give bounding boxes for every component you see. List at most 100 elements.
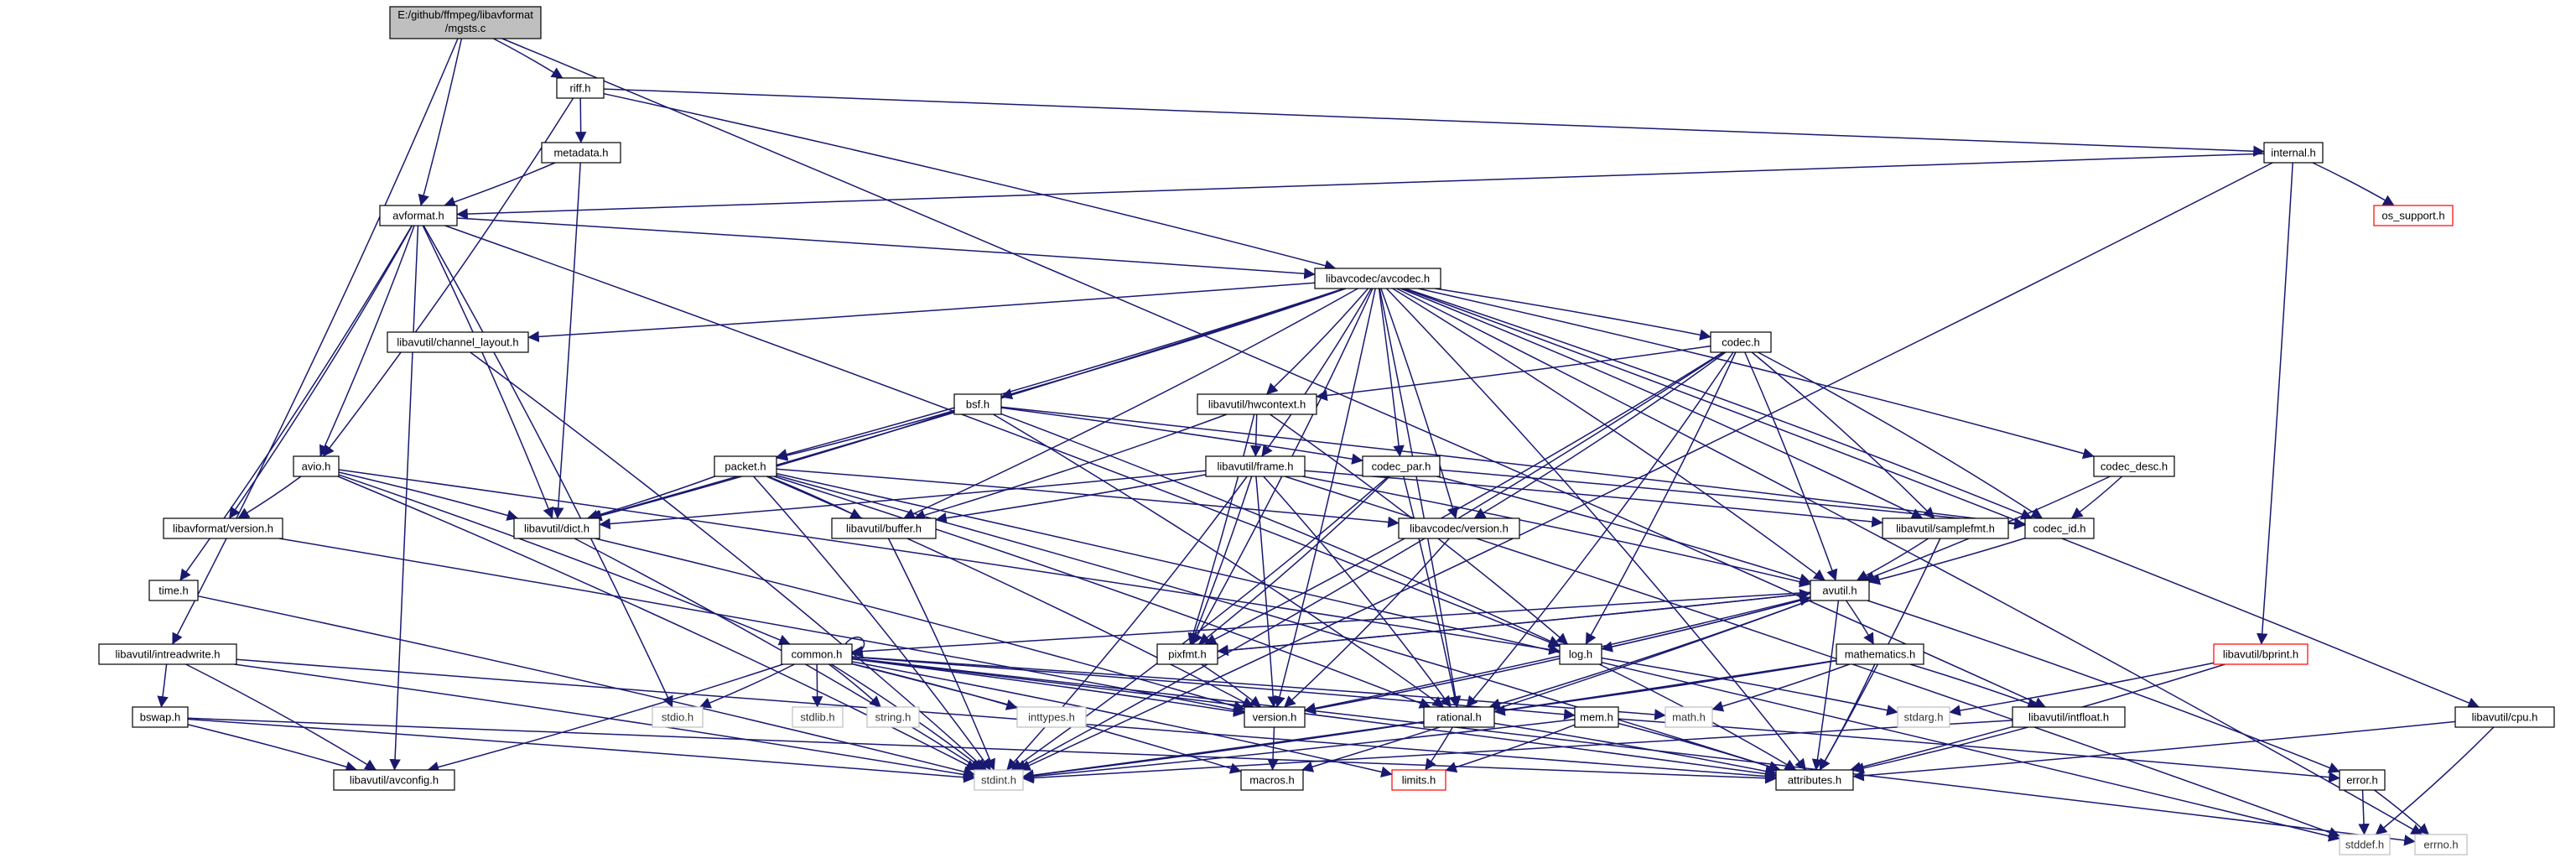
node-label: pixfmt.h bbox=[1168, 647, 1207, 660]
node-codec_desc[interactable]: codec_desc.h bbox=[2093, 455, 2175, 477]
edge-internal-to-stdint bbox=[1019, 162, 2273, 771]
node-codec_id[interactable]: codec_id.h bbox=[2024, 517, 2095, 539]
edge-avio-to-dict bbox=[338, 471, 519, 521]
node-cpu[interactable]: libavutil/cpu.h bbox=[2454, 706, 2555, 728]
node-rational[interactable]: rational.h bbox=[1423, 706, 1495, 728]
node-label: libavutil/buffer.h bbox=[846, 522, 922, 534]
node-label: avio.h bbox=[302, 460, 331, 472]
node-stdio[interactable]: stdio.h bbox=[652, 706, 704, 728]
edge-frame-to-version bbox=[1255, 476, 1279, 708]
edge-riff-to-metadata bbox=[574, 97, 587, 143]
node-stddef[interactable]: stddef.h bbox=[2339, 834, 2391, 855]
edge-cpu-to-attributes bbox=[1852, 720, 2456, 782]
node-channel_layout[interactable]: libavutil/channel_layout.h bbox=[387, 331, 529, 353]
edge-avcodec-to-version bbox=[1274, 288, 1376, 708]
edge-frame-to-stdint bbox=[1006, 476, 1248, 771]
edge-packet-to-dict bbox=[586, 476, 715, 521]
node-time[interactable]: time.h bbox=[148, 580, 199, 601]
edge-intreadwrite-to-stdint bbox=[234, 663, 975, 781]
edge-common-to-stdlib bbox=[811, 663, 823, 708]
node-label: libavutil/avconfig.h bbox=[350, 773, 439, 786]
node-samplefmt[interactable]: libavutil/samplefmt.h bbox=[1882, 517, 2009, 539]
node-bprint[interactable]: libavutil/bprint.h bbox=[2213, 643, 2309, 665]
node-lavc_version[interactable]: libavcodec/version.h bbox=[1398, 517, 1520, 539]
node-internal[interactable]: internal.h bbox=[2263, 142, 2324, 164]
edge-bsf-to-rational bbox=[993, 413, 1445, 708]
node-os_support[interactable]: os_support.h bbox=[2373, 205, 2454, 226]
node-codec_par[interactable]: codec_par.h bbox=[1362, 455, 1441, 477]
node-avformat[interactable]: avformat.h bbox=[379, 205, 458, 226]
node-avutil[interactable]: avutil.h bbox=[1810, 580, 1870, 601]
node-buffer[interactable]: libavutil/buffer.h bbox=[831, 517, 937, 539]
node-label: libavutil/intfloat.h bbox=[2028, 710, 2109, 723]
node-inttypes[interactable]: inttypes.h bbox=[1016, 706, 1087, 728]
node-avcodec[interactable]: libavcodec/avcodec.h bbox=[1314, 268, 1441, 289]
node-lavf_version[interactable]: libavformat/version.h bbox=[163, 517, 283, 539]
node-stdarg[interactable]: stdarg.h bbox=[1897, 706, 1950, 728]
node-macros[interactable]: macros.h bbox=[1240, 769, 1304, 791]
node-pixfmt[interactable]: pixfmt.h bbox=[1156, 643, 1218, 665]
node-label: codec_id.h bbox=[2033, 522, 2086, 534]
node-intreadwrite[interactable]: libavutil/intreadwrite.h bbox=[98, 643, 237, 665]
edge-metadata-to-avformat bbox=[444, 162, 556, 208]
edge-common-to-math bbox=[851, 656, 1666, 720]
node-frame[interactable]: libavutil/frame.h bbox=[1205, 455, 1306, 477]
node-label: mem.h bbox=[1580, 710, 1613, 723]
edge-codec-to-lavc_version bbox=[1473, 351, 1727, 519]
edge-codec-to-hwcontext bbox=[1316, 345, 1711, 402]
node-codec[interactable]: codec.h bbox=[1710, 331, 1772, 353]
node-mem[interactable]: mem.h bbox=[1574, 706, 1619, 728]
edge-frame-to-pixfmt bbox=[1189, 476, 1253, 645]
node-avconfig[interactable]: libavutil/avconfig.h bbox=[333, 769, 455, 791]
edge-mem-to-attributes bbox=[1618, 722, 1781, 772]
edge-codec_id-to-avutil bbox=[1868, 537, 2026, 585]
node-string[interactable]: string.h bbox=[866, 706, 920, 728]
node-label: string.h bbox=[875, 710, 911, 723]
node-math[interactable]: math.h bbox=[1665, 706, 1713, 728]
node-intfloat[interactable]: libavutil/intfloat.h bbox=[2012, 706, 2126, 728]
node-packet[interactable]: packet.h bbox=[714, 455, 777, 477]
edge-samplefmt-to-avutil bbox=[1856, 538, 1929, 581]
edge-common-to-string bbox=[828, 663, 881, 708]
node-bswap[interactable]: bswap.h bbox=[132, 706, 189, 728]
edge-root-to-intreadwrite bbox=[172, 38, 459, 645]
edge-avcodec-to-codec bbox=[1435, 288, 1711, 341]
node-version[interactable]: version.h bbox=[1244, 706, 1306, 728]
edge-avcodec-to-avutil bbox=[1392, 288, 1826, 581]
edge-root-to-avformat bbox=[418, 38, 463, 206]
node-label: version.h bbox=[1253, 710, 1297, 723]
node-mathematics[interactable]: mathematics.h bbox=[1836, 643, 1924, 665]
node-label: stdio.h bbox=[662, 710, 693, 723]
edge-bsf-to-codec_par bbox=[1000, 407, 1363, 465]
edge-avutil-to-common bbox=[851, 591, 1811, 658]
node-root[interactable]: E:/github/ffmpeg/libavformat/mgsts.c bbox=[389, 6, 542, 39]
edge-hwcontext-to-buffer bbox=[913, 413, 1228, 521]
node-avio[interactable]: avio.h bbox=[293, 455, 340, 477]
edge-avcodec-to-codec_par bbox=[1378, 288, 1405, 457]
node-log[interactable]: log.h bbox=[1559, 643, 1602, 665]
node-stdlib[interactable]: stdlib.h bbox=[792, 706, 844, 728]
node-stdint[interactable]: stdint.h bbox=[974, 769, 1024, 791]
node-hwcontext[interactable]: libavutil/hwcontext.h bbox=[1197, 393, 1317, 415]
edge-avformat-to-lavf_version bbox=[228, 225, 413, 519]
node-label: stdlib.h bbox=[800, 710, 834, 723]
node-label: codec_desc.h bbox=[2101, 460, 2168, 472]
edge-rational-to-limits bbox=[1425, 726, 1453, 771]
node-error[interactable]: error.h bbox=[2339, 769, 2386, 791]
node-attributes[interactable]: attributes.h bbox=[1775, 769, 1854, 791]
edge-avio-to-common bbox=[338, 474, 791, 646]
node-errno[interactable]: errno.h bbox=[2414, 834, 2468, 855]
node-common[interactable]: common.h bbox=[781, 643, 853, 665]
node-bsf[interactable]: bsf.h bbox=[953, 393, 1002, 415]
node-label: attributes.h bbox=[1788, 773, 1841, 786]
node-dict[interactable]: libavutil/dict.h bbox=[513, 517, 600, 539]
edge-internal-to-os_support bbox=[2312, 162, 2395, 206]
node-limits[interactable]: limits.h bbox=[1391, 769, 1446, 791]
node-metadata[interactable]: metadata.h bbox=[541, 142, 621, 164]
edge-log-to-version bbox=[1304, 658, 1561, 715]
node-riff[interactable]: riff.h bbox=[556, 77, 605, 99]
node-label: math.h bbox=[1672, 710, 1706, 723]
edge-frame-to-avutil bbox=[1302, 476, 1811, 588]
edge-error-to-errno bbox=[2374, 789, 2429, 835]
node-label: os_support.h bbox=[2381, 209, 2444, 221]
